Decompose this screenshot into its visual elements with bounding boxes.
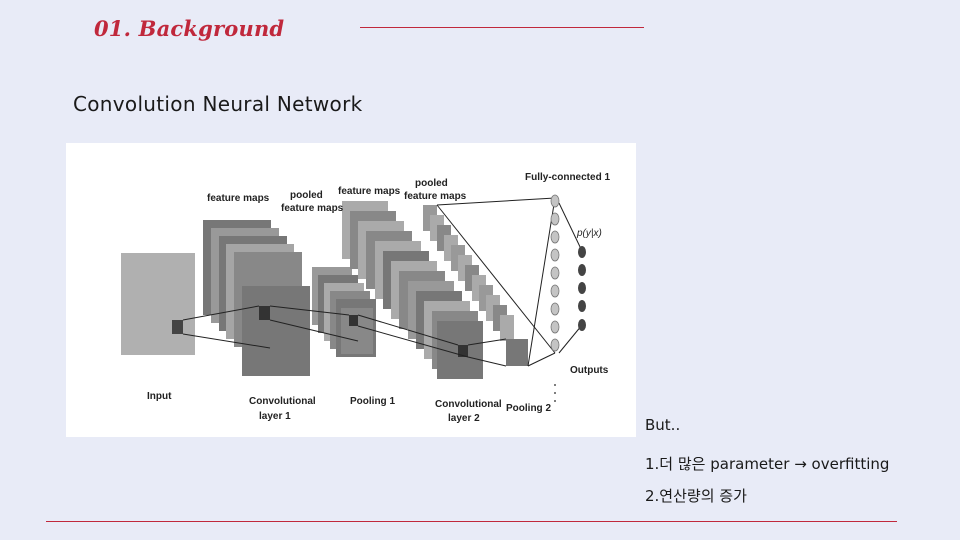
output-nodes bbox=[578, 246, 586, 331]
label-pooled-1a: pooled bbox=[290, 190, 323, 201]
label-pool1: Pooling 1 bbox=[350, 396, 395, 407]
label-conv1a: Convolutional bbox=[249, 396, 316, 407]
fc-dots bbox=[554, 384, 556, 402]
label-conv2a: Convolutional bbox=[435, 399, 502, 410]
top-divider bbox=[360, 27, 644, 28]
input-kernel bbox=[172, 320, 183, 334]
slide-heading: Convolution Neural Network bbox=[73, 92, 363, 116]
note-line-3: 2.연산량의 증가 bbox=[645, 487, 747, 505]
label-pooled-1b: feature maps bbox=[281, 203, 344, 214]
label-conv2b: layer 2 bbox=[448, 413, 480, 424]
label-conv1b: layer 1 bbox=[259, 411, 291, 422]
bottom-divider bbox=[46, 521, 897, 522]
label-input: Input bbox=[147, 391, 172, 402]
pool1-stack bbox=[312, 267, 376, 357]
receptive-field-lines bbox=[182, 197, 583, 367]
label-pyx: p(y|x) bbox=[576, 228, 602, 239]
label-outputs: Outputs bbox=[570, 365, 609, 376]
cnn-diagram: feature maps pooled feature maps feature… bbox=[66, 143, 636, 437]
label-feature-maps-1: feature maps bbox=[207, 193, 270, 204]
label-pooled-2b: feature maps bbox=[404, 191, 467, 202]
fc-nodes bbox=[550, 194, 560, 352]
pool2-stack bbox=[423, 205, 528, 366]
section-title: 01. Background bbox=[94, 16, 285, 41]
label-pooled-2a: pooled bbox=[415, 178, 448, 189]
conv2-stack bbox=[342, 201, 483, 379]
conv1-stack bbox=[203, 220, 310, 376]
label-fully-connected: Fully-connected 1 bbox=[525, 172, 610, 183]
note-line-2: 1.더 많은 parameter → overfitting bbox=[645, 455, 890, 473]
label-feature-maps-2: feature maps bbox=[338, 186, 401, 197]
label-pool2: Pooling 2 bbox=[506, 403, 551, 414]
input-image bbox=[121, 253, 195, 355]
note-line-1: But.. bbox=[645, 416, 681, 434]
